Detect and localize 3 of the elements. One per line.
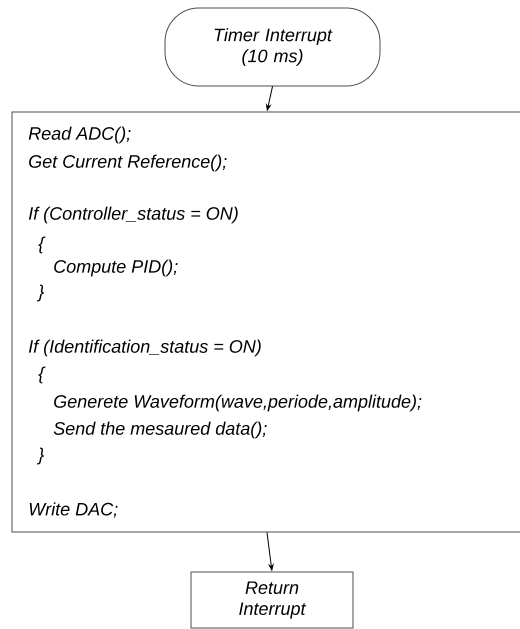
code-box: Read ADC(); Get Current Reference(); If (Controller_status = ON) { Compute PID(); } If (Identification_status = ON) { Generete Waveform(wave,periode,amplitude); Send the mesaured data(); } Write DAC; xyxy=(12,112,520,532)
process-box: Return Interrupt xyxy=(190,572,354,628)
terminal-box: Timer Interrupt (10 ms) xyxy=(164,8,380,86)
